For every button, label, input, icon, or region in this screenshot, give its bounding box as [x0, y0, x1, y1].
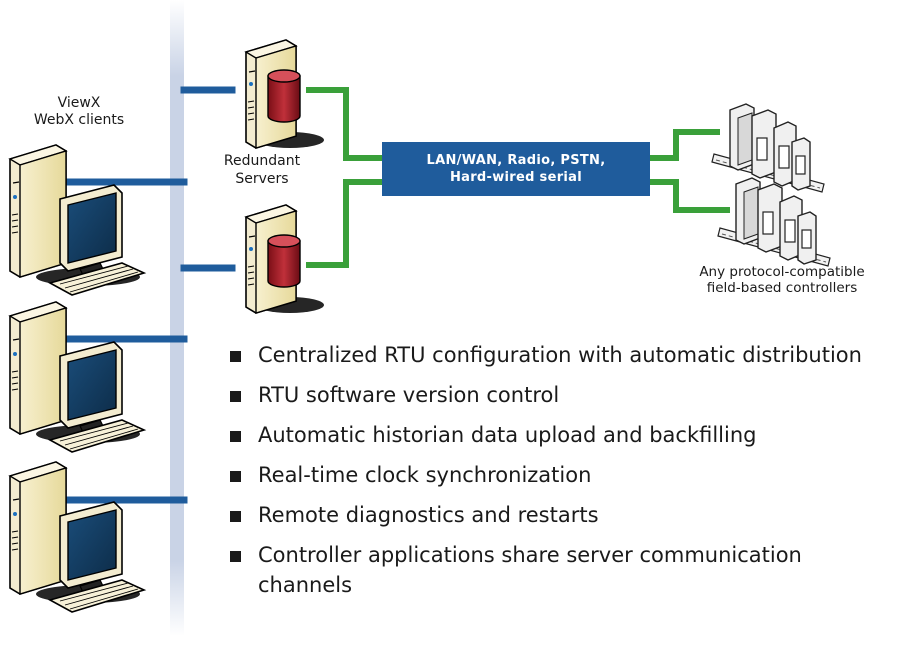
bullet-icon — [230, 471, 241, 482]
client-workstation-icon — [9, 144, 145, 296]
controllers-label-line1: Any protocol-compatible — [699, 264, 865, 280]
feature-item: Centralized RTU configuration with autom… — [228, 340, 888, 370]
feature-item: RTU software version control — [228, 380, 888, 410]
feature-item: Automatic historian data upload and back… — [228, 420, 888, 450]
network-label: LAN/WAN, Radio, PSTN, Hard-wired serial — [382, 142, 650, 196]
feature-text: Remote diagnostics and restarts — [258, 503, 599, 527]
bullet-icon — [230, 551, 241, 562]
network-links — [306, 87, 730, 268]
feature-item: Real-time clock synchronization — [228, 460, 888, 490]
network-label-line2: Hard-wired serial — [449, 170, 583, 185]
backbone-links — [62, 86, 236, 504]
feature-item: Controller applications share server com… — [228, 540, 888, 600]
feature-item: Remote diagnostics and restarts — [228, 500, 888, 530]
controllers-label: Any protocol-compatible field-based cont… — [668, 264, 896, 296]
server-icon — [245, 39, 325, 149]
field-controller-icon — [717, 177, 831, 267]
controllers-label-line2: field-based controllers — [706, 280, 858, 296]
feature-list: Centralized RTU configuration with autom… — [228, 340, 888, 610]
feature-text: Centralized RTU configuration with autom… — [258, 343, 862, 367]
bullet-icon — [230, 351, 241, 362]
bullet-icon — [230, 511, 241, 522]
network-box — [382, 142, 650, 196]
bullet-icon — [230, 391, 241, 402]
feature-text: RTU software version control — [258, 383, 560, 407]
network-backbone — [170, 0, 184, 636]
servers-label: Redundant Servers — [212, 152, 312, 188]
feature-text: Controller applications share server com… — [258, 543, 802, 597]
client-workstation-icon — [9, 461, 145, 613]
clients-label-line1: ViewX — [57, 95, 101, 111]
server-icon — [245, 204, 325, 314]
bullet-icon — [230, 431, 241, 442]
servers-label-line1: Redundant — [223, 153, 301, 169]
feature-text: Real-time clock synchronization — [258, 463, 592, 487]
network-label-line1: LAN/WAN, Radio, PSTN, — [426, 153, 606, 168]
field-controller-icon — [711, 103, 825, 193]
feature-text: Automatic historian data upload and back… — [258, 423, 757, 447]
servers-label-line2: Servers — [235, 171, 289, 187]
client-workstation-icon — [9, 301, 145, 453]
clients-label-line2: WebX clients — [33, 112, 125, 128]
clients-label: ViewX WebX clients — [14, 95, 144, 129]
